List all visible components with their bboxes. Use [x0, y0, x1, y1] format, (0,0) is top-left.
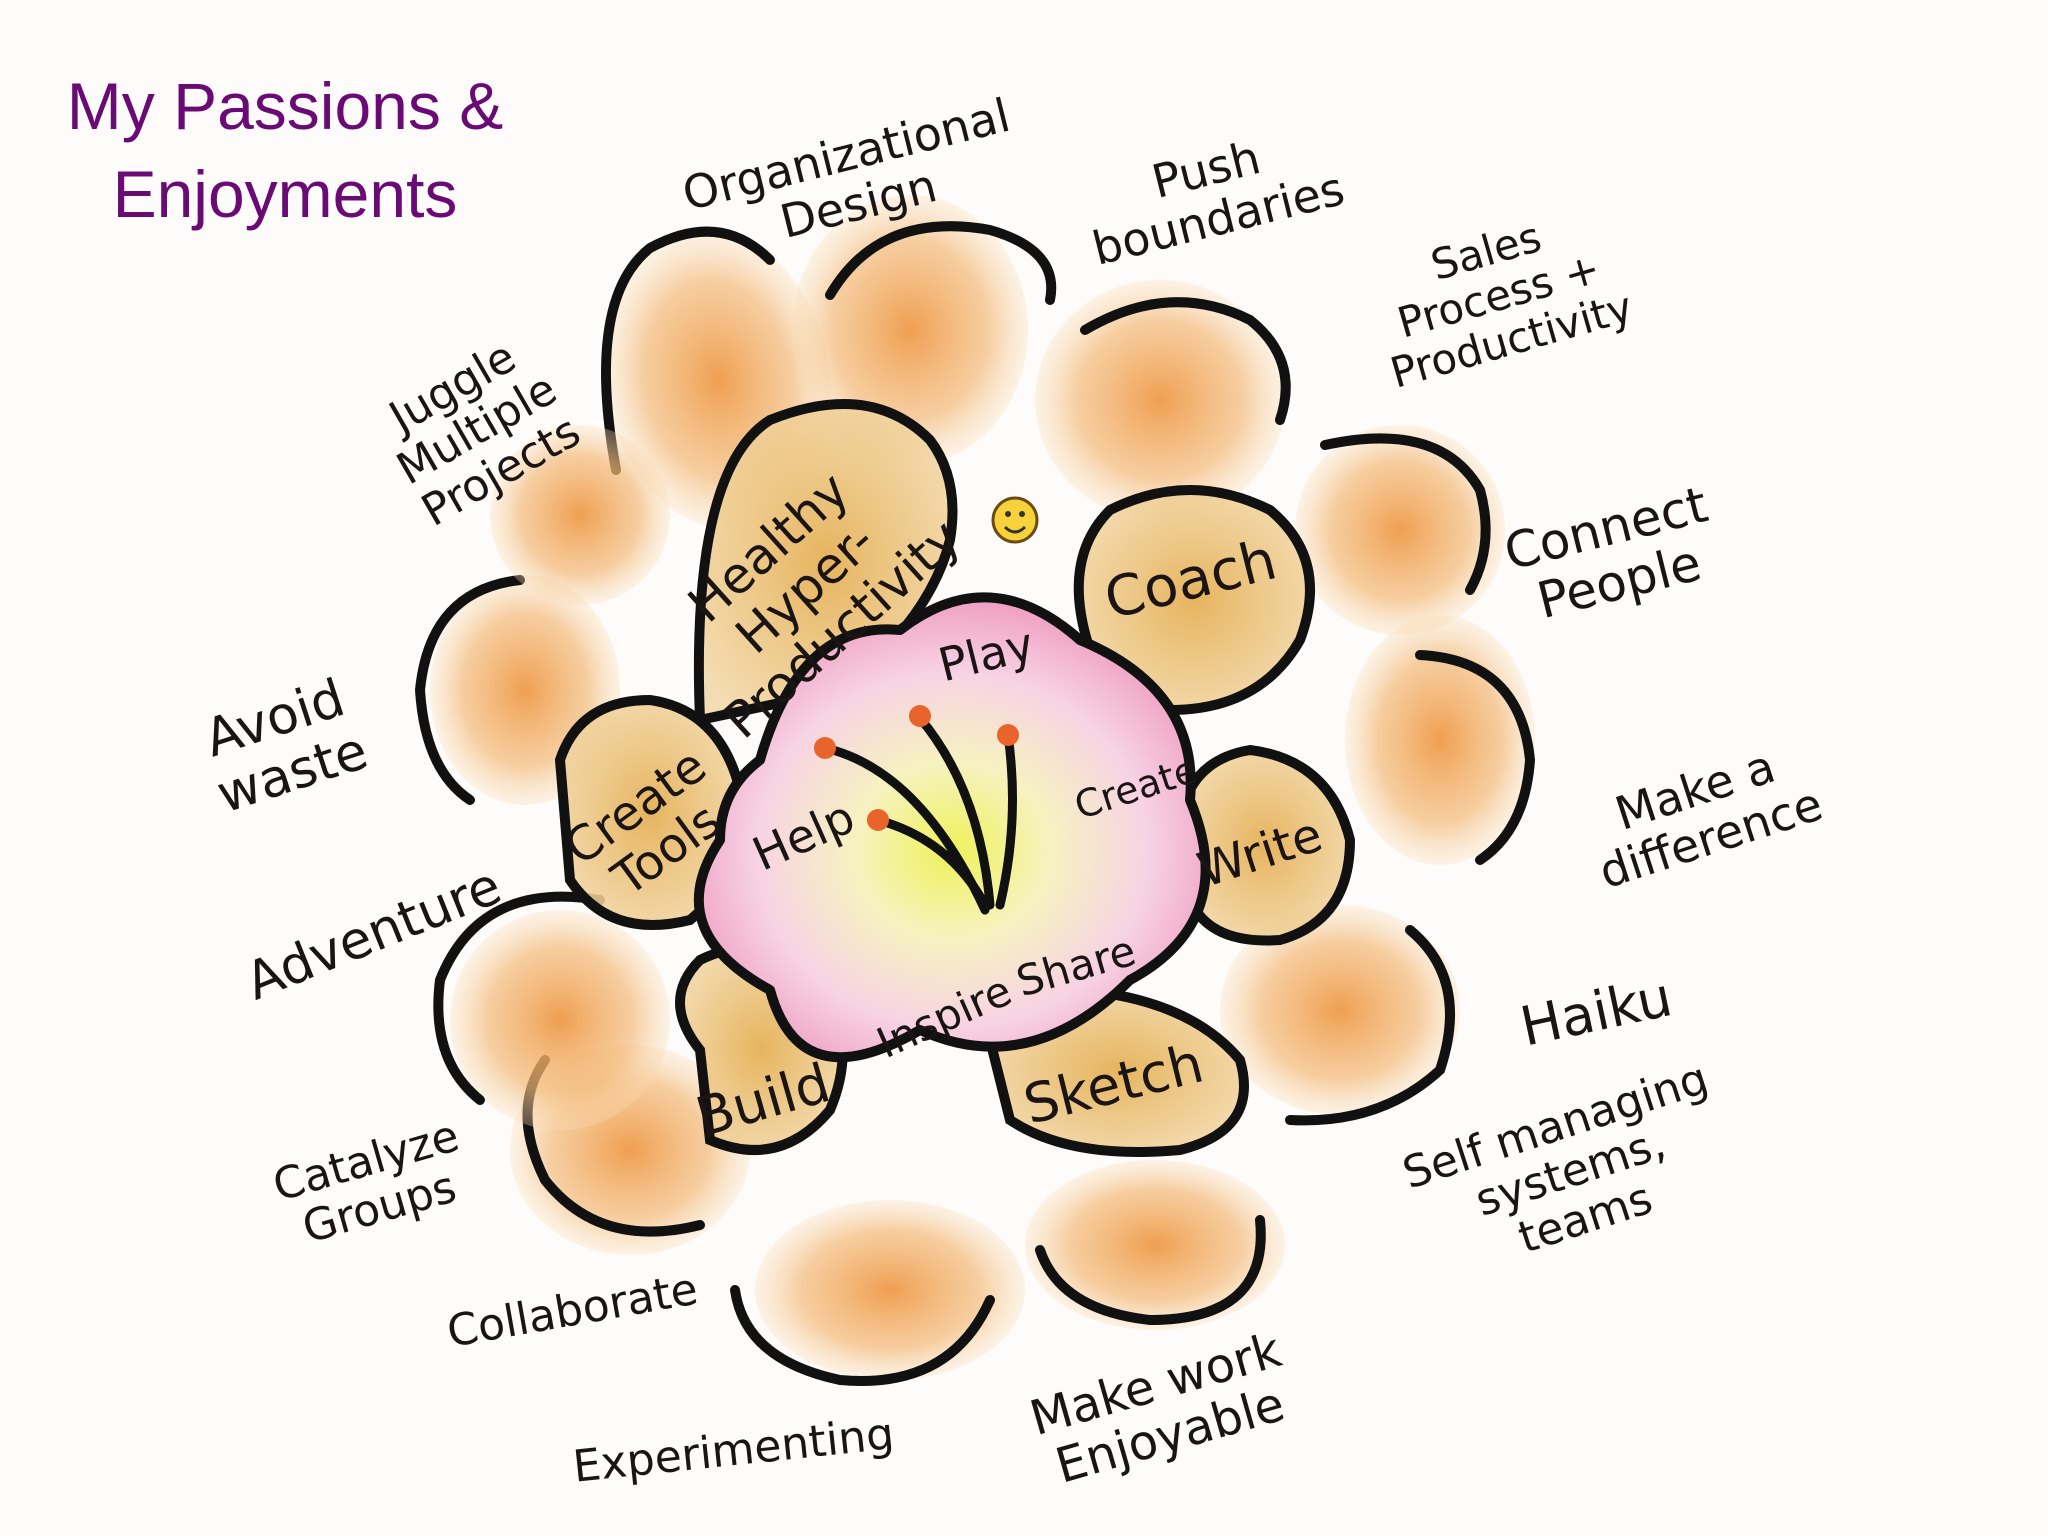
outer-label: Pushboundaries [1075, 112, 1350, 276]
title-line-1: My Passions & [66, 69, 504, 143]
outer-petal [792, 195, 1057, 465]
smiley-icon [991, 496, 1039, 544]
outer-label: Avoidwaste [192, 667, 375, 826]
outer-label: SalesProcess +Productivity [1360, 193, 1638, 398]
outer-label: Self managingsystems,teams [1397, 1053, 1744, 1292]
stamens [820, 713, 1017, 915]
outer-label: Collaborate [443, 1264, 701, 1358]
outer-petal [1025, 1160, 1285, 1330]
outer-petal [433, 891, 670, 1130]
outer-label: ConnectPeople [1499, 475, 1727, 635]
middle-petal [1174, 744, 1356, 946]
stamen-tips [814, 705, 1019, 831]
flower-center [693, 592, 1211, 1063]
outer-petal [1345, 615, 1536, 865]
title-line-2: Enjoyments [112, 157, 458, 231]
outer-label: Haiku [1515, 965, 1677, 1058]
outer-label: Experimenting [571, 1408, 897, 1492]
outer-petals [414, 195, 1536, 1386]
page-title: My Passions & Enjoyments [40, 62, 530, 238]
middle-petal [1073, 485, 1315, 716]
outer-label: CatalyzeGroups [267, 1110, 477, 1258]
outer-petal [490, 425, 670, 605]
outer-petal [1295, 425, 1505, 635]
outer-petal [1220, 905, 1460, 1126]
outer-label: Make workEnjoyable [1024, 1322, 1302, 1498]
outer-label: Make adifference [1577, 728, 1829, 899]
outer-petal [1035, 280, 1291, 520]
outer-petal [730, 1200, 1025, 1386]
